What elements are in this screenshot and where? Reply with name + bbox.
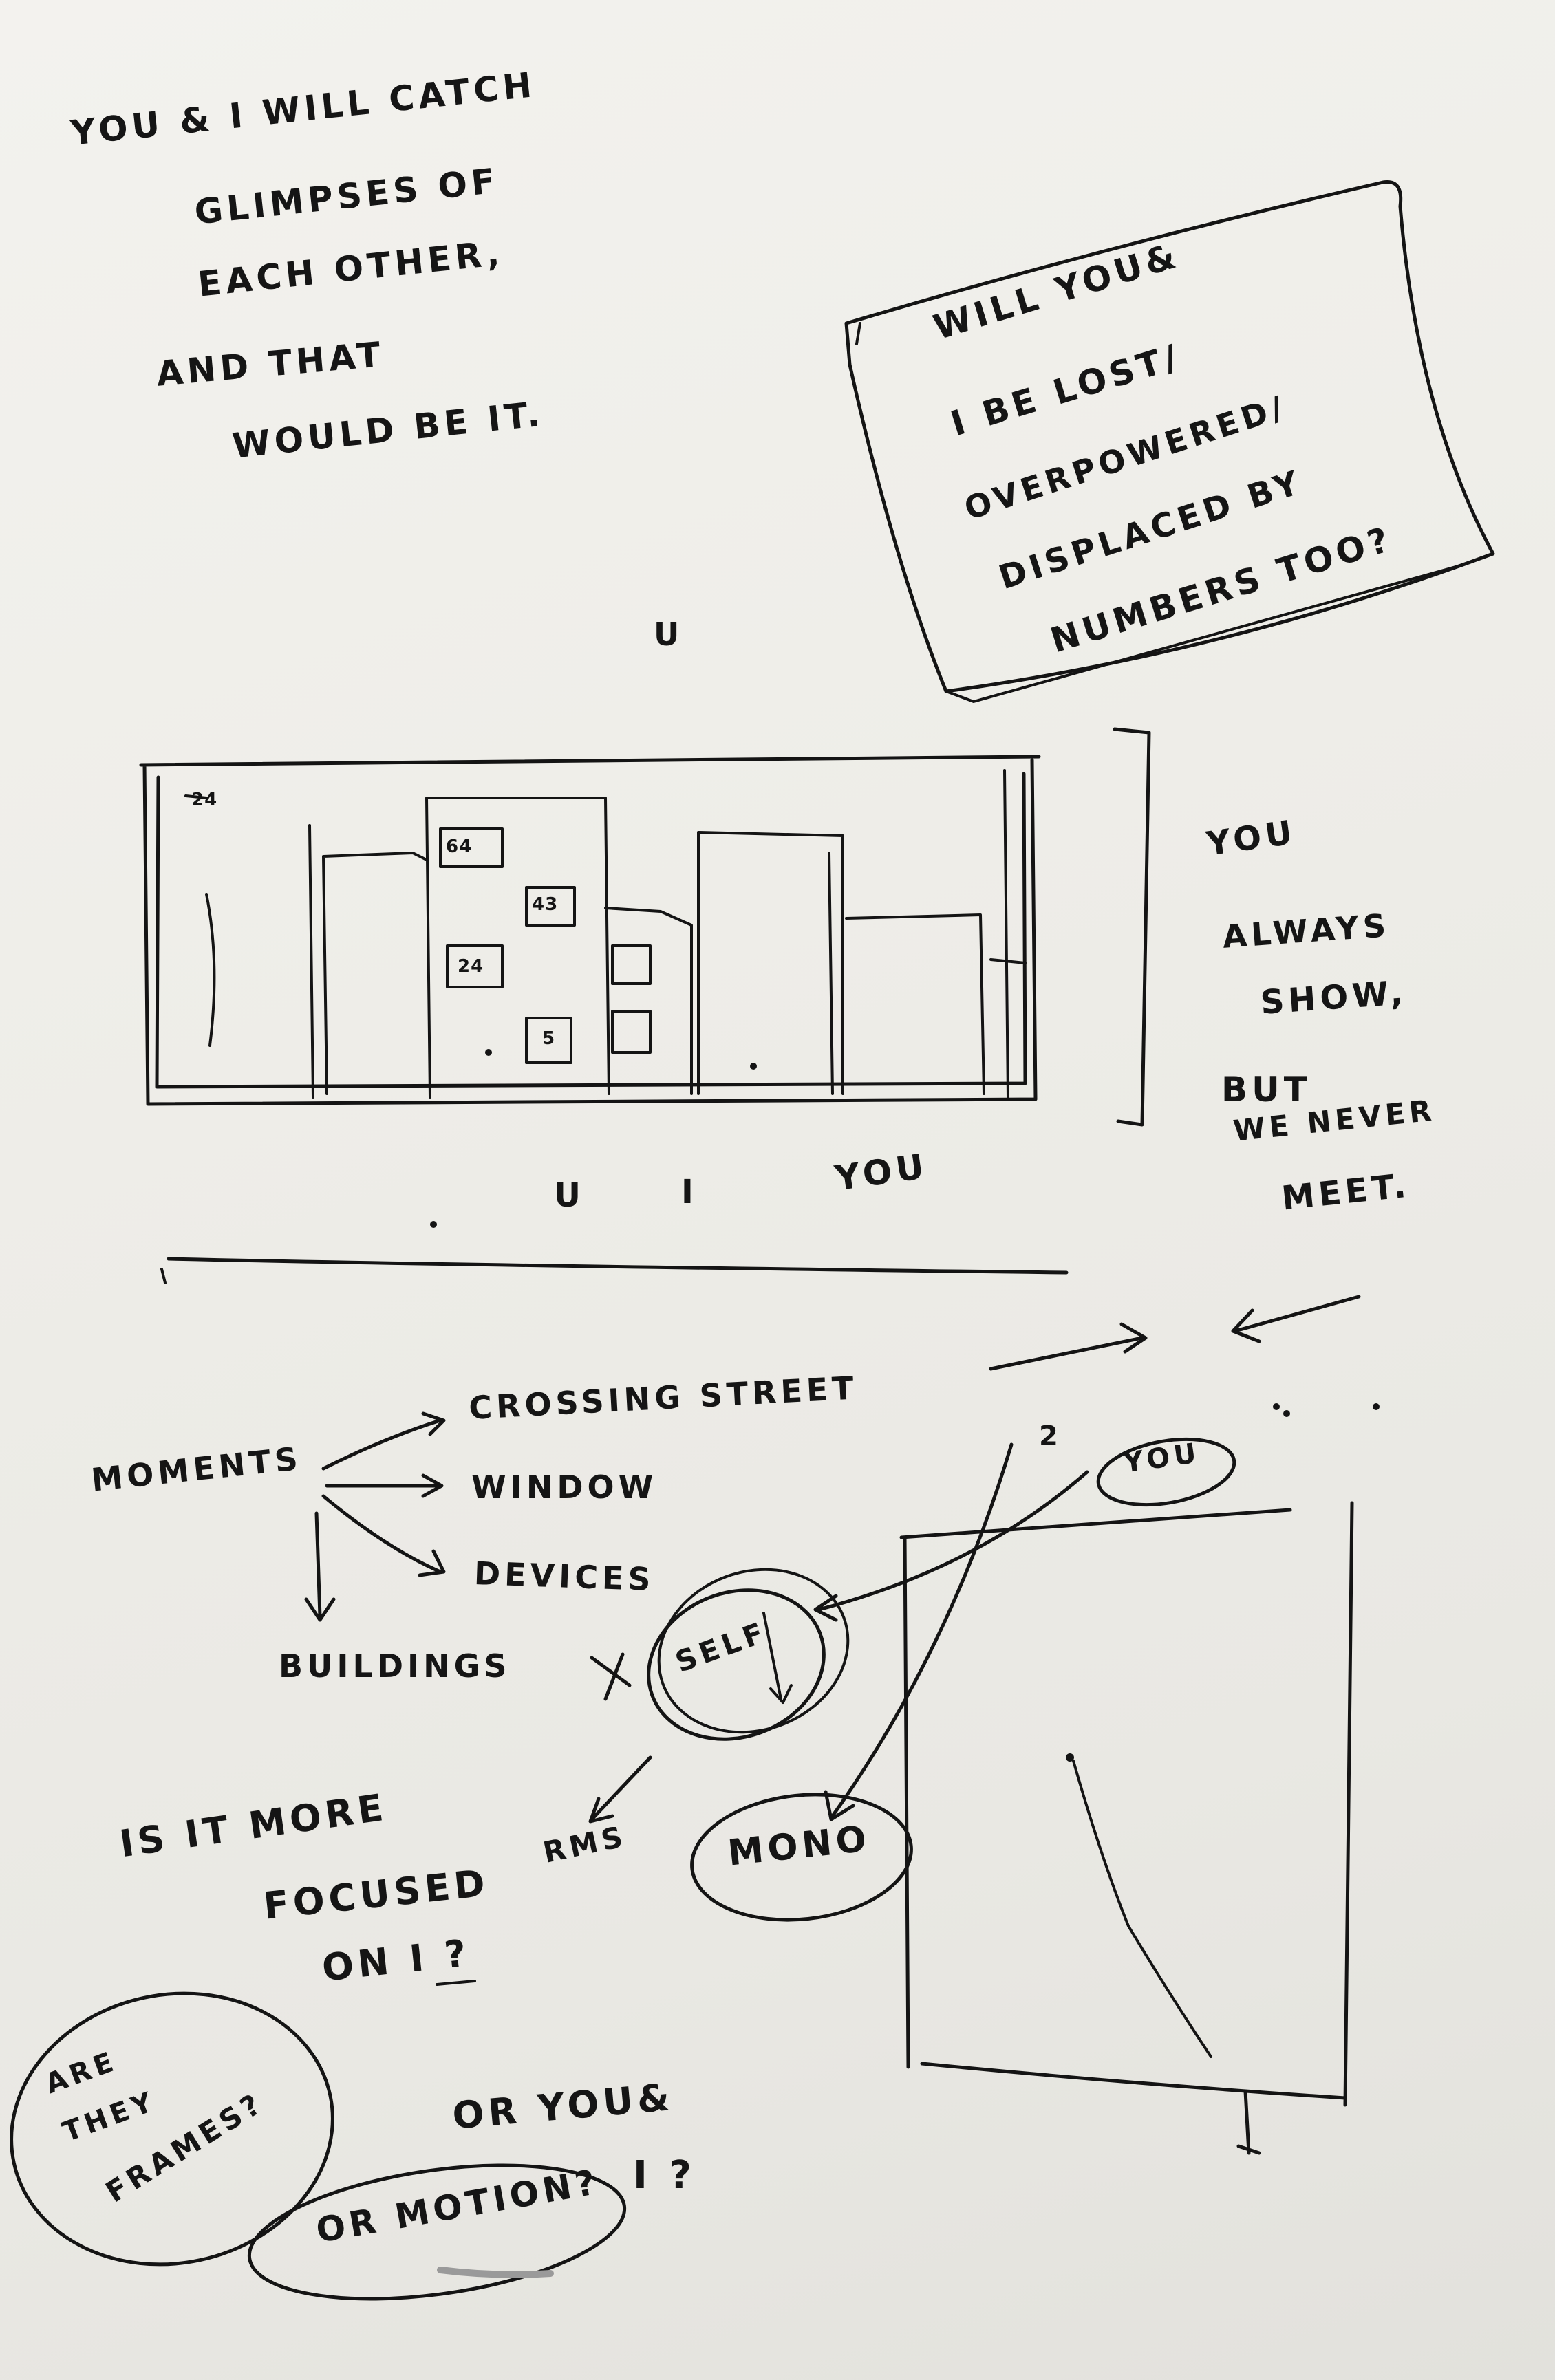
self-circle-outer xyxy=(657,1568,850,1734)
dot-mark xyxy=(1273,1403,1280,1410)
screen-frame xyxy=(899,1501,1354,2107)
below-i: I xyxy=(681,1173,698,1211)
arrow-right xyxy=(989,1322,1148,1371)
bracket xyxy=(1113,727,1151,1127)
note-frame xyxy=(844,180,1495,693)
number-to-mono-line xyxy=(824,1442,1014,1821)
window-label: 24 xyxy=(458,956,484,977)
ground-line-tick xyxy=(160,1268,167,1284)
dot-mark xyxy=(430,1221,437,1228)
side-note-line: BUT xyxy=(1221,1070,1311,1110)
note-frame-inner-edge xyxy=(855,322,1467,703)
i-question: I ? xyxy=(633,2153,696,2198)
window-label: 5 xyxy=(542,1028,556,1049)
dot-mark xyxy=(1283,1410,1290,1417)
below-u: U xyxy=(554,1176,585,1215)
building-left-ticks xyxy=(205,893,216,1047)
arrow-left xyxy=(1231,1295,1361,1343)
window-box xyxy=(525,886,576,927)
window-label: 64 xyxy=(446,836,473,857)
ground-line xyxy=(167,1257,1069,1275)
window-box xyxy=(611,1010,652,1054)
window-box xyxy=(611,944,652,985)
mindmap-arrow xyxy=(325,1473,444,1498)
you-to-self-curve xyxy=(813,1470,1089,1622)
mindmap-arrow xyxy=(321,1494,446,1577)
you-bubble xyxy=(1096,1437,1236,1507)
mindmap-branch: WINDOW xyxy=(471,1469,658,1506)
smudge xyxy=(437,2267,554,2278)
number-mark: 2 xyxy=(1039,1420,1062,1452)
self-circle xyxy=(647,1588,826,1741)
u-mark: U xyxy=(654,616,684,653)
rms-arrow xyxy=(588,1755,652,1824)
screen-stem xyxy=(1236,2089,1261,2155)
mindmap-branch: DEVICES xyxy=(473,1555,656,1599)
asterisk-mark xyxy=(590,1652,632,1701)
underline-i xyxy=(436,1980,476,1986)
window-box xyxy=(439,827,504,868)
dot-mark xyxy=(485,1049,492,1056)
window-label: 43 xyxy=(532,894,559,915)
mindmap-arrow xyxy=(321,1411,446,1471)
window-box xyxy=(525,1017,572,1064)
window-box xyxy=(446,944,504,988)
building-label: 24 xyxy=(191,790,218,810)
building-towers xyxy=(184,769,1027,1099)
self-inner-arrow xyxy=(762,1612,793,1704)
mindmap-branch: BUILDINGS xyxy=(279,1647,511,1685)
building-frame xyxy=(139,755,1041,1106)
dot-mark xyxy=(1066,1753,1074,1762)
screen-wiggle xyxy=(1072,1760,1212,2058)
dot-mark xyxy=(1373,1403,1380,1410)
frames-bubble xyxy=(10,1991,334,2267)
dot-mark xyxy=(750,1063,757,1070)
mindmap-arrow xyxy=(304,1511,336,1622)
motion-bubble xyxy=(247,2163,627,2301)
mono-bubble xyxy=(690,1793,913,1922)
